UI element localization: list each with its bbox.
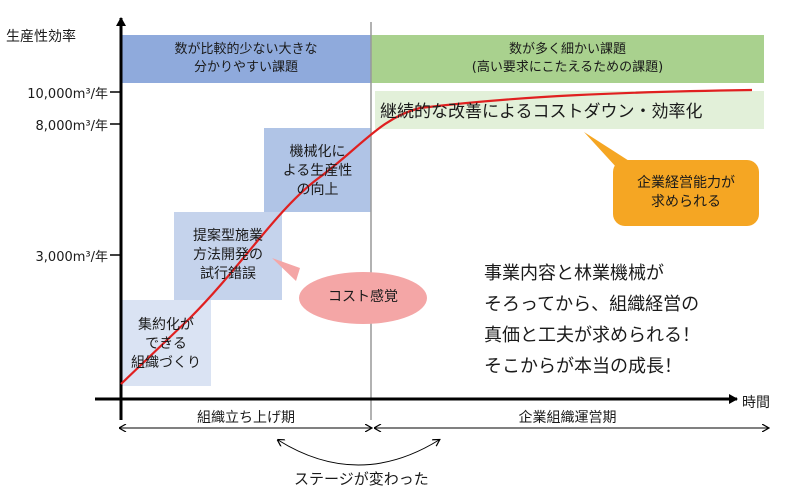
- main-message-line-4: そこからが本当の成長！: [484, 356, 682, 377]
- step-2-text: 提案型施業 方法開発の 試行錯誤: [174, 227, 282, 284]
- step-2-line-3: 試行錯誤: [200, 266, 256, 282]
- band-left-line-1: 数が比較的少ない大きな: [174, 42, 318, 57]
- step-1-line-2: できる: [145, 336, 187, 352]
- main-message-line-3: 真価と工夫が求められる！: [484, 325, 700, 346]
- period-label-operation: 企業組織運営期: [518, 410, 617, 426]
- continuous-improvement-box: [375, 91, 764, 129]
- main-message-line-1: 事業内容と林業機械が: [484, 263, 664, 284]
- step-3-line-3: の向上: [296, 182, 339, 198]
- step-box-1: [121, 300, 211, 386]
- y-tick-label-3000: 3,000m³/年: [35, 250, 108, 265]
- step-box-2: [174, 212, 282, 300]
- cost-bubble-text: コスト感覚: [328, 289, 398, 305]
- period-label-setup: 組織立ち上げ期: [197, 410, 295, 426]
- step-2-line-1: 提案型施業: [193, 228, 263, 244]
- band-right-line-1: 数が多く細かい課題: [508, 42, 626, 57]
- growth-curve: [120, 88, 753, 385]
- step-1-line-3: 組織づくり: [131, 355, 201, 371]
- main-message: 事業内容と林業機械が そろってから、組織経営の 真価と工夫が求められる！ そこか…: [484, 258, 700, 382]
- mgmt-bubble-line-1: 企業経営能力が: [637, 175, 735, 191]
- mgmt-bubble-text: 企業経営能力が 求められる: [613, 174, 759, 212]
- band-right-bg: [371, 35, 764, 83]
- continuous-improvement-text: 継続的な改善によるコストダウン・効率化: [380, 102, 703, 122]
- band-right-line-2: (高い要求にこたえるための課題): [471, 60, 664, 75]
- y-tick-label-10000: 10,000m³/年: [27, 87, 108, 102]
- band-left-text: 数が比較的少ない大きな 分かりやすい課題: [121, 41, 371, 77]
- stage-change-label: ステージが変わった: [294, 470, 429, 488]
- band-right-text: 数が多く細かい課題 (高い要求にこたえるための課題): [371, 41, 764, 77]
- band-left-bg: [121, 35, 371, 83]
- y-axis-title: 生産性効率: [6, 29, 76, 45]
- y-tick-label-8000: 8,000m³/年: [35, 119, 108, 134]
- mgmt-bubble: [613, 160, 759, 226]
- step-1-text: 集約化が できる 組織づくり: [121, 316, 211, 373]
- main-message-line-2: そろってから、組織経営の: [484, 294, 700, 315]
- cost-bubble-tail: [272, 258, 300, 281]
- mgmt-bubble-line-2: 求められる: [651, 194, 721, 210]
- step-box-3: [264, 128, 371, 212]
- step-3-line-1: 機械化に: [289, 144, 346, 160]
- stage-change-arrow: [278, 440, 439, 466]
- step-3-line-2: よる生産性: [282, 163, 353, 179]
- step-2-line-2: 方法開発の: [193, 247, 263, 263]
- cost-bubble: [299, 272, 427, 324]
- band-left-line-2: 分かりやすい課題: [193, 60, 298, 75]
- step-1-line-1: 集約化が: [138, 317, 194, 333]
- x-axis-title: 時間: [742, 395, 770, 411]
- step-3-text: 機械化に よる生産性 の向上: [264, 143, 371, 200]
